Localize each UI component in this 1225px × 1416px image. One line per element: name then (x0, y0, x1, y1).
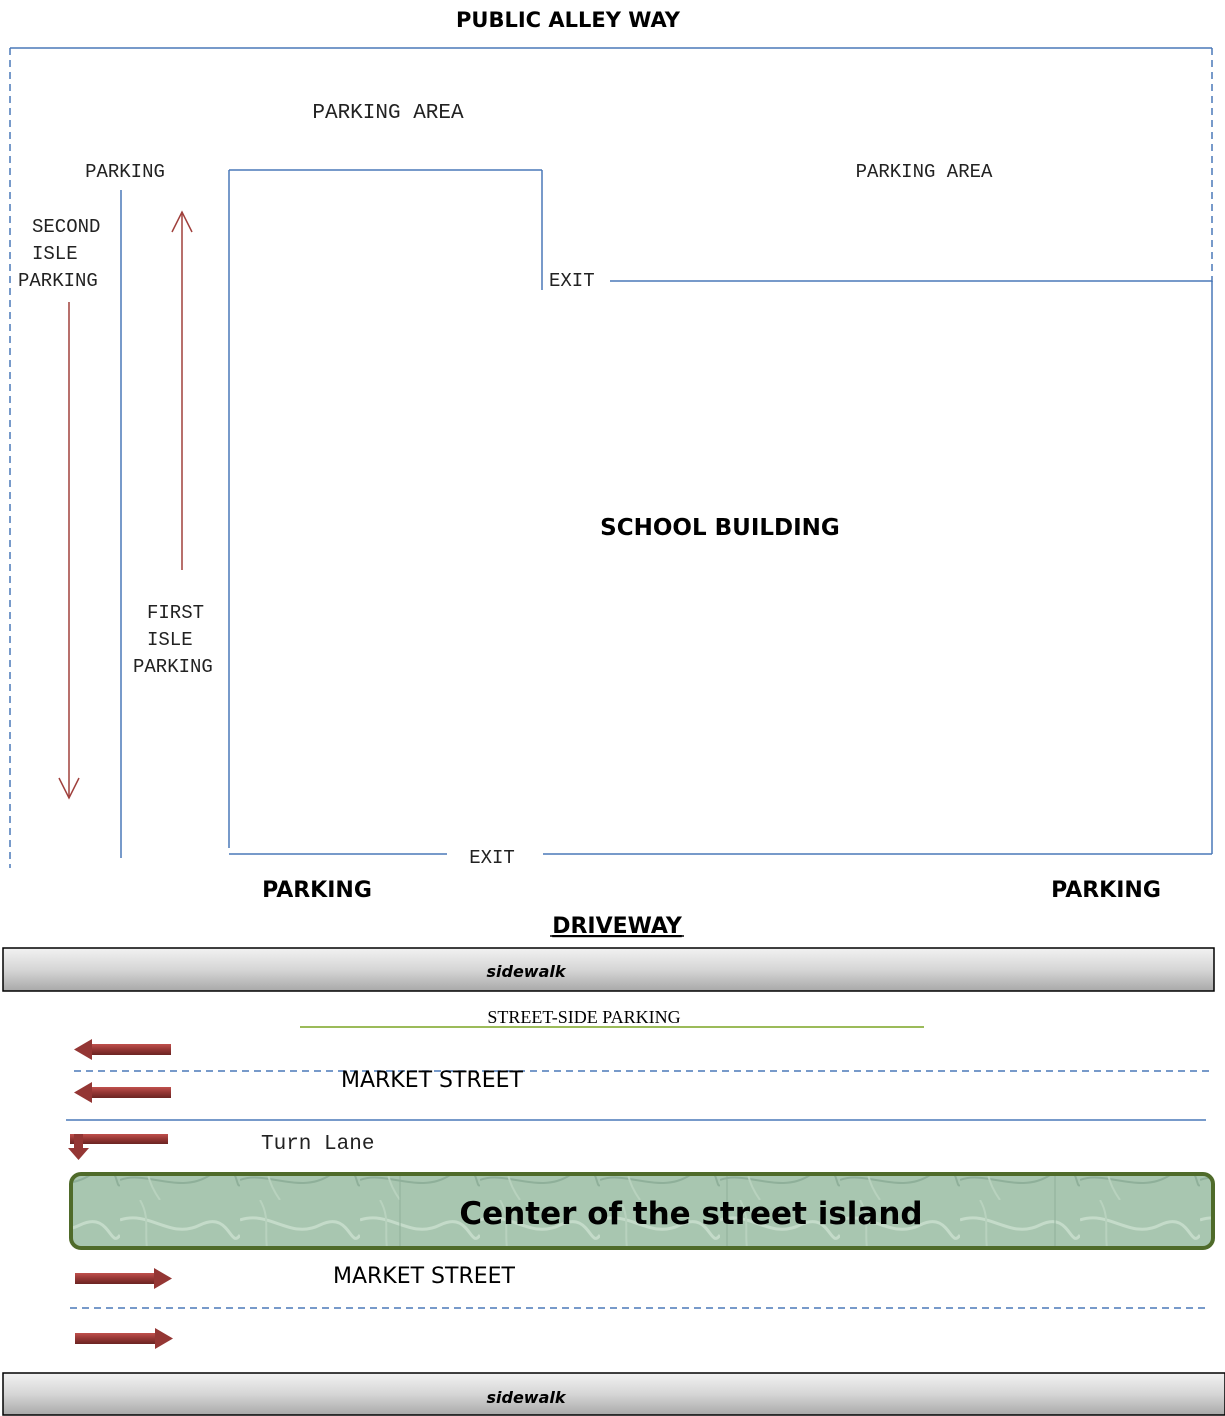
exit-top-label: EXIT (549, 270, 595, 292)
public-alley-way-label: PUBLIC ALLEY WAY (456, 8, 681, 32)
sidewalk-bottom-label: sidewalk (486, 1388, 566, 1407)
westbound-arrow-2 (74, 1082, 171, 1103)
eastbound-arrow-1 (75, 1268, 172, 1289)
first-isle-parking-label: FIRST ISLE PARKING (133, 602, 215, 678)
eastbound-arrow-2 (75, 1328, 173, 1349)
market-street-upper-label: MARKET STREET (341, 1068, 524, 1093)
center-street-island: Center of the street island (69, 1172, 1215, 1250)
parking-bottom-right-label: PARKING (1051, 878, 1161, 903)
parking-label-left: PARKING (85, 161, 165, 183)
sidewalk-bottom: sidewalk (2, 1372, 1225, 1416)
street-side-parking-label: STREET-SIDE PARKING (487, 1007, 680, 1027)
westbound-arrow-1 (74, 1039, 171, 1060)
school-building-outline (228, 169, 1213, 855)
second-isle-parking-label: SECOND ISLE PARKING (18, 216, 112, 292)
school-building-label: SCHOOL BUILDING (600, 515, 840, 541)
turn-lane-arrow (68, 1134, 168, 1160)
center-island-label: Center of the street island (459, 1196, 922, 1232)
parking-area-right-label: PARKING AREA (856, 161, 993, 183)
market-street-lower-label: MARKET STREET (333, 1264, 516, 1289)
first-isle-up-arrow (171, 210, 193, 570)
second-isle-down-arrow (58, 302, 80, 800)
exit-bottom-label: EXIT (469, 847, 515, 869)
turn-lane-label: Turn Lane (261, 1133, 374, 1156)
driveway-label: DRIVEWAY (552, 914, 683, 939)
sidewalk-top: sidewalk (2, 947, 1215, 992)
parking-area-top-label: PARKING AREA (312, 102, 464, 125)
parking-bottom-left-label: PARKING (262, 878, 372, 903)
sidewalk-top-label: sidewalk (486, 962, 566, 981)
